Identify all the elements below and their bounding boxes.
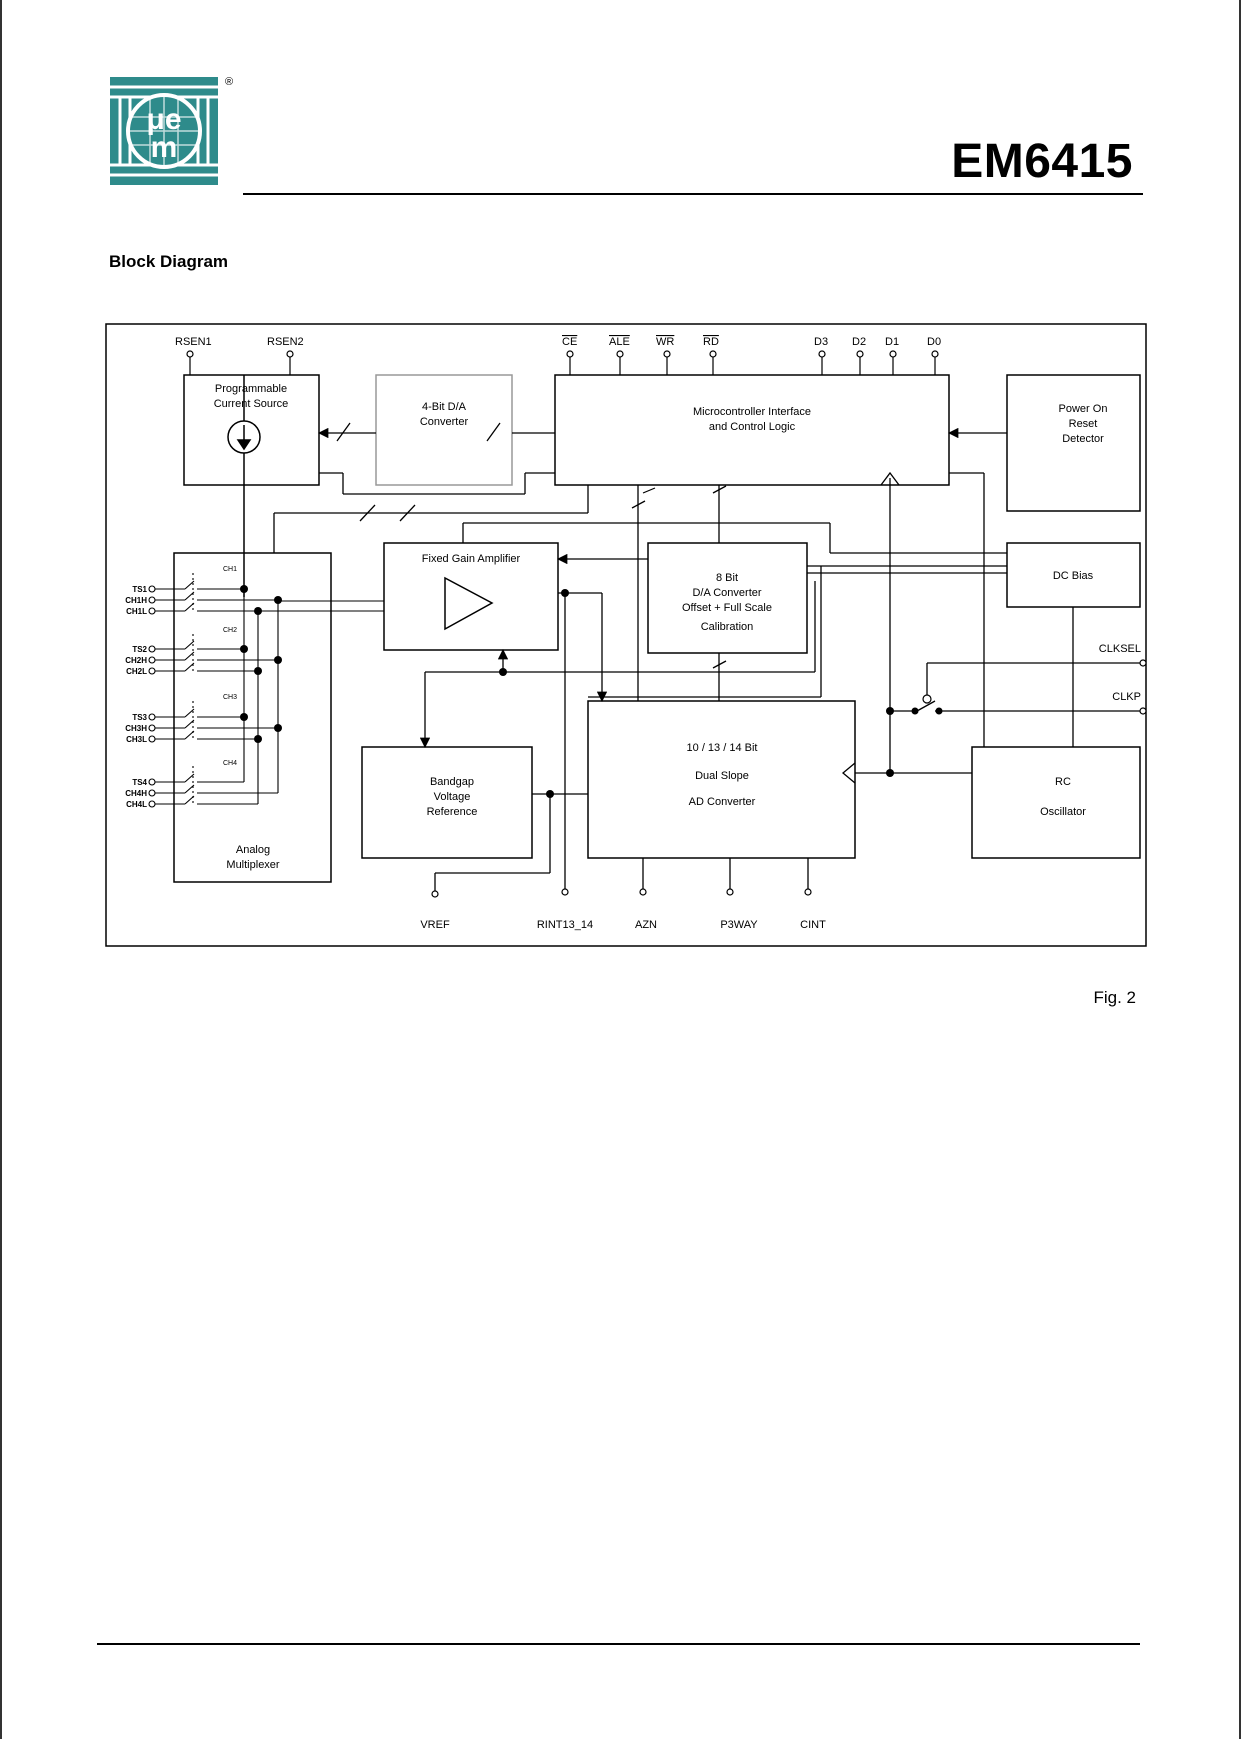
dac8-label-2: D/A Converter	[692, 587, 761, 599]
mux-input-ch1l: CH1L	[126, 607, 147, 616]
uem-logo-icon: μe m	[110, 77, 218, 185]
logo-text-bottom: m	[151, 131, 178, 164]
registered-mark: ®	[225, 76, 234, 88]
current-source-label-1: Programmable	[215, 383, 287, 395]
mux-input-ch2h: CH2H	[125, 656, 147, 665]
amp-block	[383, 542, 559, 651]
dac4-label-2: Converter	[420, 416, 469, 428]
block-diagram: RSEN1 RSEN2 CE ALE WR RD D3 D2 D1 D0 Pro…	[105, 323, 1147, 947]
pin-ce: CE	[562, 336, 577, 348]
pin-cint: CINT	[800, 919, 826, 931]
mux-channel-2: CH2 TS2 CH2H CH2L	[125, 627, 237, 676]
pin-d3: D3	[814, 336, 828, 348]
mux-label-1: Analog	[236, 844, 270, 856]
rc-block	[971, 746, 1141, 859]
por-label-3: Detector	[1062, 433, 1104, 445]
amp-label: Fixed Gain Amplifier	[422, 553, 521, 565]
dac8-label-1: 8 Bit	[716, 572, 738, 584]
rc-label-1: RC	[1055, 776, 1071, 788]
pin-clksel: CLKSEL	[1099, 643, 1141, 655]
adc-label-3: AD Converter	[689, 796, 756, 808]
bandgap-label-1: Bandgap	[430, 776, 474, 788]
dac8-block	[647, 542, 808, 654]
adc-block	[587, 700, 856, 859]
amplifier-icon	[444, 576, 494, 631]
mux-input-ts4: TS4	[132, 778, 147, 787]
channel-label-4: CH4	[223, 760, 237, 767]
adc-label-1: 10 / 13 / 14 Bit	[687, 742, 758, 754]
pin-rsen1: RSEN1	[175, 336, 212, 348]
por-label-1: Power On	[1059, 403, 1108, 415]
document-title: EM6415	[951, 135, 1133, 188]
pin-d0: D0	[927, 336, 941, 348]
bandgap-label-2: Voltage	[434, 791, 471, 803]
pin-p3way: P3WAY	[720, 919, 758, 931]
pin-ale: ALE	[609, 336, 630, 348]
header-rule	[243, 193, 1143, 195]
bandgap-block	[361, 746, 533, 859]
mux-label-2: Multiplexer	[226, 859, 280, 871]
mux-input-ch3h: CH3H	[125, 724, 147, 733]
mux-input-ch4l: CH4L	[126, 800, 147, 809]
dcbias-label: DC Bias	[1053, 570, 1094, 582]
channel-label-3: CH3	[223, 694, 237, 701]
mux-channel-1: CH1 TS1 CH1H CH1L	[125, 566, 237, 616]
rc-label-2: Oscillator	[1040, 806, 1086, 818]
mux-input-ts1: TS1	[132, 585, 147, 594]
footer-rule	[97, 1643, 1140, 1645]
pin-d2: D2	[852, 336, 866, 348]
figure-caption: Fig. 2	[1093, 988, 1136, 1007]
section-title: Block Diagram	[109, 252, 229, 271]
mux-input-ch2l: CH2L	[126, 667, 147, 676]
channel-label-2: CH2	[223, 627, 237, 634]
mux-input-ts2: TS2	[132, 645, 147, 654]
micro-label-2: and Control Logic	[709, 421, 796, 433]
bandgap-label-3: Reference	[427, 806, 478, 818]
pin-rd: RD	[703, 336, 719, 348]
mux-input-ch1h: CH1H	[125, 596, 147, 605]
page-border-right	[1239, 0, 1241, 1739]
mux-input-ts3: TS3	[132, 713, 147, 722]
pin-wr: WR	[656, 336, 674, 348]
por-block	[1006, 374, 1141, 512]
por-label-2: Reset	[1069, 418, 1098, 430]
current-source-label-2: Current Source	[214, 398, 289, 410]
pin-clkp: CLKP	[1112, 691, 1141, 703]
dac4-label-1: 4-Bit D/A	[422, 401, 467, 413]
channel-label-1: CH1	[223, 566, 237, 573]
pin-rint: RINT13_14	[537, 919, 593, 931]
mux-channel-3: CH3 TS3 CH3H CH3L	[125, 694, 237, 744]
mux-input-ch4h: CH4H	[125, 789, 147, 798]
dac4-block	[375, 374, 513, 486]
dac8-label-4: Calibration	[701, 621, 754, 633]
page-border-left	[0, 0, 2, 1739]
mux-input-ch3l: CH3L	[126, 735, 147, 744]
pin-d1: D1	[885, 336, 899, 348]
micro-label-1: Microcontroller Interface	[693, 406, 811, 418]
pin-vref: VREF	[420, 919, 450, 931]
adc-label-2: Dual Slope	[695, 770, 749, 782]
pin-rsen2: RSEN2	[267, 336, 304, 348]
logo-text-top: μe	[146, 103, 181, 136]
mux-channel-4: CH4 TS4 CH4H CH4L	[125, 760, 237, 809]
dac8-label-3: Offset + Full Scale	[682, 602, 772, 614]
pin-azn: AZN	[635, 919, 657, 931]
